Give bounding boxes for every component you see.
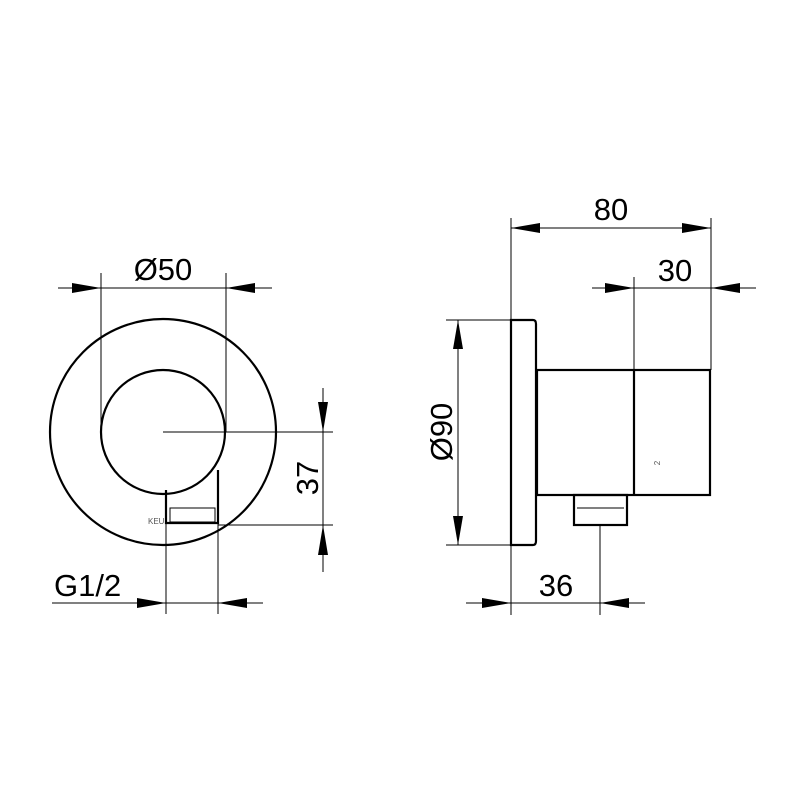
arrowhead — [318, 402, 328, 432]
rosette-plate — [509, 318, 538, 547]
outlet-nipple — [164, 470, 220, 525]
side-view: 2 80 30 Ø90 36 — [424, 192, 756, 615]
arrowhead — [511, 223, 540, 233]
arrowhead — [453, 320, 463, 349]
arrowhead — [482, 598, 511, 608]
arrowhead — [226, 283, 255, 293]
dim-label-36: 36 — [539, 568, 573, 603]
arrowhead — [137, 598, 166, 608]
dim-label-37: 37 — [290, 461, 325, 495]
arrowhead — [605, 283, 634, 293]
outlet-nipple — [572, 493, 629, 527]
marking-2: 2 — [653, 460, 662, 465]
dim-label-d50: Ø50 — [134, 252, 193, 287]
arrowhead — [453, 516, 463, 545]
dim-label-g12: G1/2 — [54, 568, 121, 603]
arrowhead — [72, 283, 101, 293]
thread-outline — [169, 507, 216, 523]
marking-keu: KEU — [148, 517, 165, 526]
dim-label-d90: Ø90 — [424, 403, 459, 462]
front-view: KEU Ø50 37 G1/2 — [48, 252, 333, 614]
arrowhead — [682, 223, 711, 233]
arrowhead — [318, 525, 328, 555]
dim-label-80: 80 — [594, 192, 628, 227]
body-block — [535, 368, 712, 497]
dim-label-30: 30 — [658, 253, 692, 288]
arrowhead — [600, 598, 629, 608]
arrowhead — [711, 283, 740, 293]
arrowhead — [218, 598, 247, 608]
